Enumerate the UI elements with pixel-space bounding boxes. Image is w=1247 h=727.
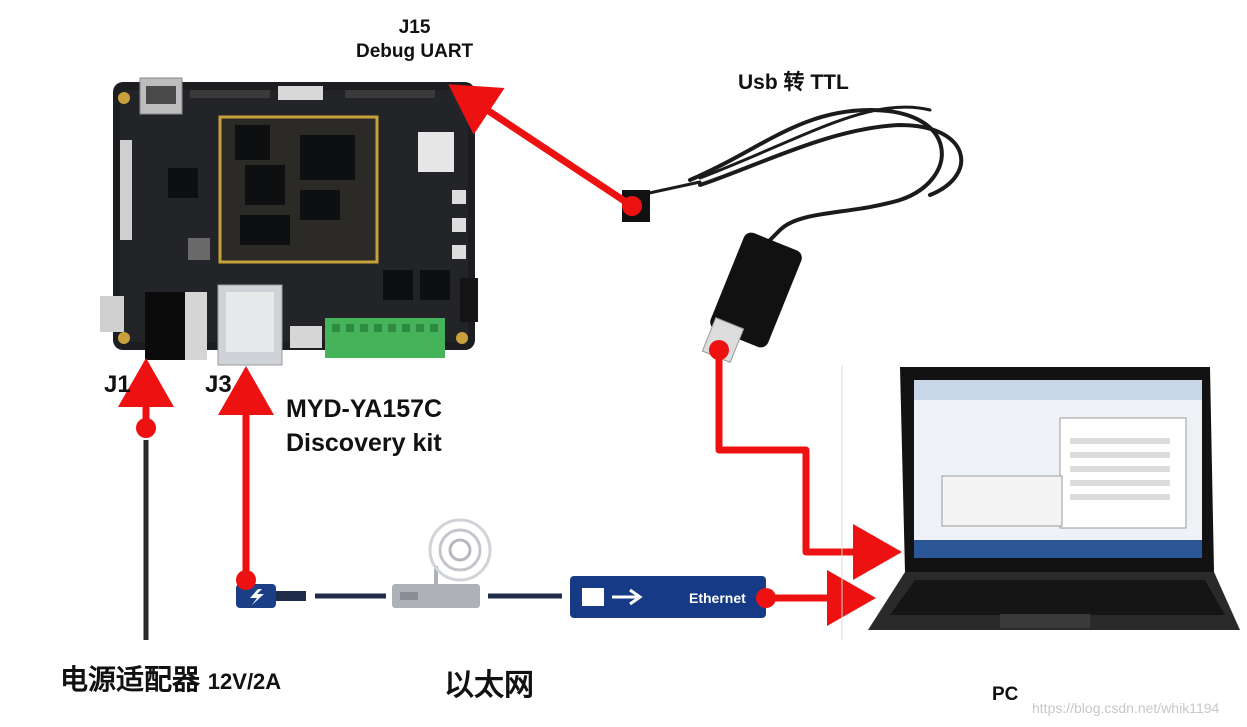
- ethernet-label: 以太网: [444, 669, 534, 702]
- power-adapter-label: 电源适配器 12V/2A: [60, 658, 281, 698]
- arrow-uart: [448, 84, 636, 210]
- board-name-label: MYD-YA157C Discovery kit: [286, 392, 442, 460]
- power-spec-text: 12V/2A: [207, 669, 282, 694]
- pc-label: PC: [992, 684, 1019, 705]
- j15-title: J15: [398, 17, 431, 38]
- debug-uart-title: Debug UART: [356, 41, 474, 62]
- board-model: MYD-YA157C: [286, 395, 443, 423]
- arrow-usb-pc: [715, 346, 902, 580]
- ethernet-adapter-label: Ethernet: [689, 590, 746, 606]
- board-kit: Discovery kit: [286, 429, 442, 457]
- j1-label: J1: [104, 371, 131, 398]
- j3-label: J3: [205, 371, 232, 398]
- usb-ttl-label: Usb 转 TTL: [738, 71, 849, 94]
- usb-ttl-cable: [638, 105, 964, 270]
- laptop-pc: [868, 367, 1240, 630]
- network-path: Ethernet: [236, 518, 766, 618]
- connection-arrows: [118, 84, 902, 626]
- j15-label: J15 Debug UART: [356, 16, 473, 64]
- power-adapter-text: 电源适配器: [60, 664, 201, 695]
- watermark: https://blog.csdn.net/whik1194: [1032, 700, 1220, 716]
- connection-dots: [136, 196, 776, 608]
- dev-board: [100, 77, 478, 366]
